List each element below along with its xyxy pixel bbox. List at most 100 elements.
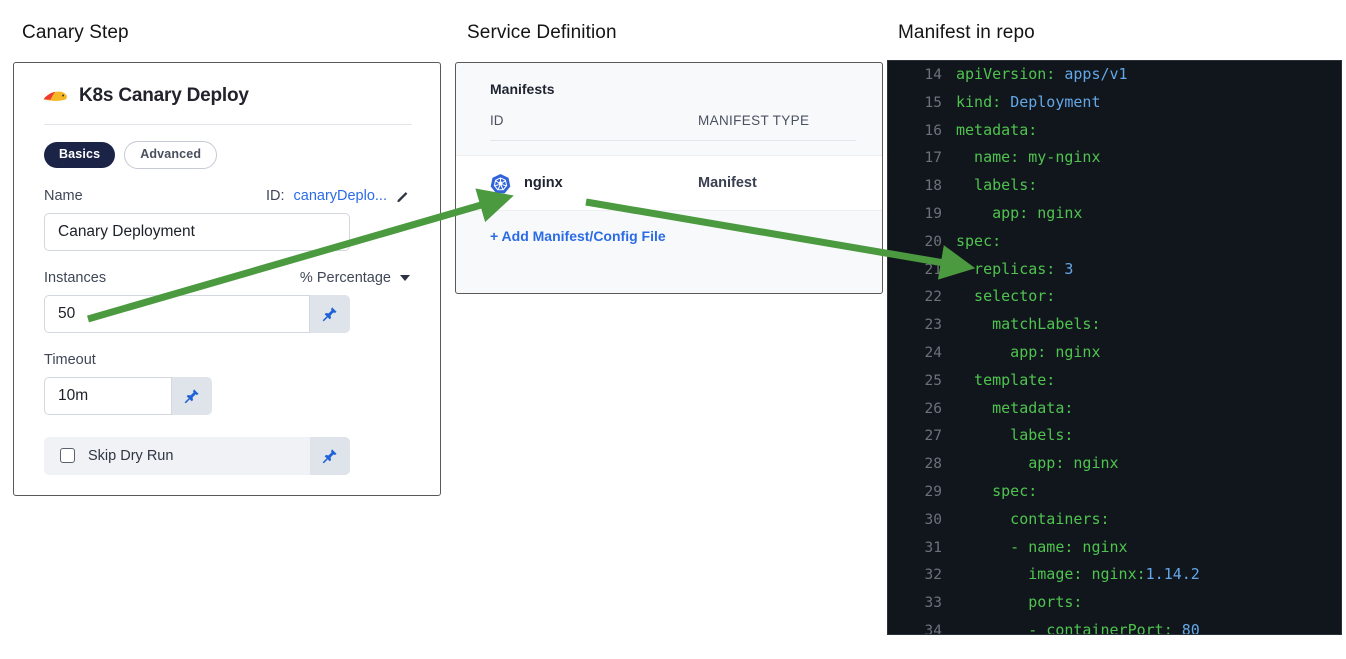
code-text: app: nginx <box>956 203 1083 222</box>
instances-label-row: Instances % Percentage <box>44 270 410 286</box>
instances-unit-value: % Percentage <box>299 269 391 286</box>
line-number: 28 <box>924 456 942 473</box>
header-divider <box>44 124 412 125</box>
code-line: 27 labels: <box>888 422 1341 450</box>
id-value[interactable]: canaryDeplo... <box>293 187 388 204</box>
code-line: 25 template: <box>888 367 1341 395</box>
column-header-id: ID <box>490 113 504 128</box>
kubernetes-icon <box>490 173 511 193</box>
line-number: 33 <box>924 595 942 612</box>
code-line: 17 name: my-nginx <box>888 144 1341 172</box>
code-line: 16 metadata: <box>888 117 1341 145</box>
pin-icon <box>322 448 337 463</box>
code-line: 23 matchLabels: <box>888 311 1341 339</box>
code-text: apiVersion: apps/v1 <box>956 65 1128 83</box>
table-header-divider <box>490 140 856 141</box>
code-line: 34 - containerPort: 80 <box>888 617 1341 635</box>
instances-pin-button[interactable] <box>310 294 350 333</box>
line-number: 16 <box>924 122 942 139</box>
code-text: labels: <box>956 176 1038 195</box>
skip-dry-run-checkbox[interactable] <box>60 448 75 463</box>
code-line: 33 ports: <box>888 589 1341 617</box>
code-line: 24 app: nginx <box>888 339 1341 367</box>
code-line: 18 labels: <box>888 172 1341 200</box>
code-text: metadata: <box>956 120 1038 139</box>
code-text: spec: <box>956 231 1002 250</box>
line-number: 31 <box>924 539 942 556</box>
service-definition-card: Manifests ID MANIFEST TYPE <box>455 62 883 294</box>
instances-label: Instances <box>44 269 107 286</box>
code-text: matchLabels: <box>956 315 1101 334</box>
name-label-row: Name ID: canaryDeplo... <box>44 188 410 204</box>
line-number: 34 <box>924 622 942 635</box>
line-number: 19 <box>924 205 942 222</box>
caption-manifest-in-repo: Manifest in repo <box>898 22 1035 43</box>
code-text: ports: <box>956 593 1083 612</box>
manifests-table-header: ID MANIFEST TYPE <box>456 97 882 128</box>
instances-unit-select[interactable]: % Percentage <box>300 270 410 286</box>
timeout-input[interactable]: 10m <box>44 376 172 415</box>
manifest-type: Manifest <box>698 175 757 191</box>
code-text: metadata: <box>956 398 1074 417</box>
code-line: 28 app: nginx <box>888 450 1341 478</box>
code-text: spec: <box>956 481 1038 500</box>
code-line: 14 apiVersion: apps/v1 <box>888 61 1341 89</box>
timeout-field-wrap: 10m <box>44 376 410 415</box>
line-number: 30 <box>924 511 942 528</box>
table-row[interactable]: nginx Manifest <box>456 155 882 211</box>
manifest-name: nginx <box>524 175 563 191</box>
skip-dry-run-control[interactable]: Skip Dry Run <box>44 436 310 475</box>
tab-advanced[interactable]: Advanced <box>124 141 218 169</box>
line-number: 25 <box>924 372 942 389</box>
column-header-type: MANIFEST TYPE <box>698 113 810 128</box>
tab-basics[interactable]: Basics <box>44 142 116 168</box>
skip-dry-run-row: Skip Dry Run <box>44 436 350 475</box>
code-line: 21 replicas: 3 <box>888 256 1341 284</box>
code-line: 31 - name: nginx <box>888 534 1341 562</box>
code-text: app: nginx <box>956 342 1101 361</box>
code-text: name: my-nginx <box>956 148 1101 167</box>
code-line: 29 spec: <box>888 478 1341 506</box>
code-text: replicas: 3 <box>956 259 1074 278</box>
skip-dry-run-label: Skip Dry Run <box>88 447 174 464</box>
code-line: 20 spec: <box>888 228 1341 256</box>
code-text: containers: <box>956 509 1110 528</box>
line-number: 26 <box>924 400 942 417</box>
code-line: 19 app: nginx <box>888 200 1341 228</box>
tab-row: Basics Advanced <box>44 141 410 169</box>
line-number: 32 <box>924 567 942 584</box>
chevron-down-icon <box>400 274 410 281</box>
line-number: 18 <box>924 178 942 195</box>
timeout-label-row: Timeout <box>44 352 410 368</box>
code-text: labels: <box>956 426 1074 445</box>
step-title: K8s Canary Deploy <box>79 85 249 106</box>
code-text: - name: nginx <box>956 537 1128 556</box>
name-input[interactable]: Canary Deployment <box>44 212 350 251</box>
step-header: K8s Canary Deploy <box>14 63 440 107</box>
pencil-icon[interactable] <box>396 189 410 203</box>
manifests-section: Manifests ID MANIFEST TYPE <box>456 63 882 244</box>
canary-bird-icon <box>43 91 67 101</box>
pin-icon <box>322 306 337 321</box>
code-line: 30 containers: <box>888 506 1341 534</box>
code-text: - containerPort: 80 <box>956 620 1200 635</box>
code-text: app: nginx <box>956 454 1119 473</box>
line-number: 29 <box>924 483 942 500</box>
line-number: 22 <box>924 289 942 306</box>
line-number: 23 <box>924 317 942 334</box>
line-number: 20 <box>924 233 942 250</box>
line-number: 24 <box>924 344 942 361</box>
code-text: template: <box>956 370 1056 389</box>
code-text: image: nginx:1.14.2 <box>956 565 1200 584</box>
line-number: 17 <box>924 150 942 167</box>
line-number: 27 <box>924 428 942 445</box>
add-manifest-link[interactable]: + Add Manifest/Config File <box>490 228 666 244</box>
line-number: 14 <box>924 67 942 83</box>
instances-field-wrap: 50 <box>44 294 410 333</box>
timeout-pin-button[interactable] <box>172 376 212 415</box>
instances-input[interactable]: 50 <box>44 294 310 333</box>
pin-icon <box>184 388 199 403</box>
skip-dry-run-pin-button[interactable] <box>310 436 350 475</box>
